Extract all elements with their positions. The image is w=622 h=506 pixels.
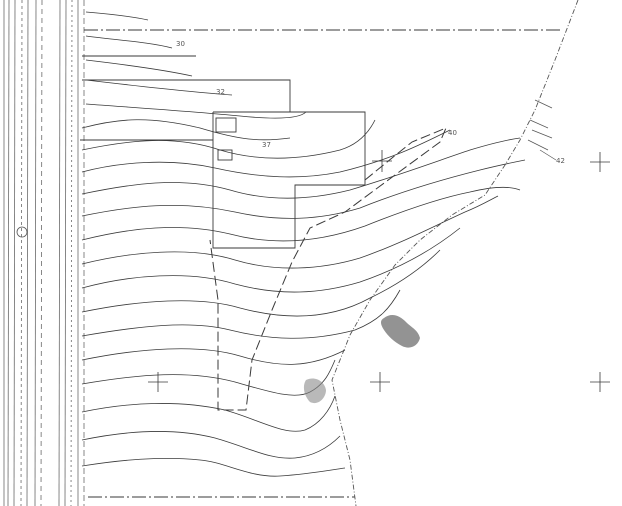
- road-monument: [16, 226, 28, 238]
- survey-markers: [148, 150, 610, 392]
- contour-label: 30: [176, 40, 185, 48]
- building-outlines: [80, 55, 366, 249]
- survey-marker: [590, 372, 610, 392]
- contour-label: 37: [262, 141, 271, 149]
- survey-marker: [370, 372, 390, 392]
- contour-lines: [81, 11, 526, 477]
- wetland-patch: [381, 315, 420, 348]
- bank-hatching: [527, 99, 557, 161]
- contour-label: 42: [556, 157, 565, 165]
- survey-marker: [372, 150, 392, 172]
- road-corridor: [3, 0, 85, 506]
- contour-label: 40: [448, 129, 457, 137]
- shoreline: [331, 0, 579, 506]
- survey-marker: [148, 372, 168, 392]
- wetland-patch-small: [303, 378, 326, 404]
- property-boundary: [84, 29, 560, 498]
- contour-label: 32: [216, 88, 225, 96]
- survey-marker: [590, 152, 610, 172]
- proposed-easement: [209, 127, 447, 411]
